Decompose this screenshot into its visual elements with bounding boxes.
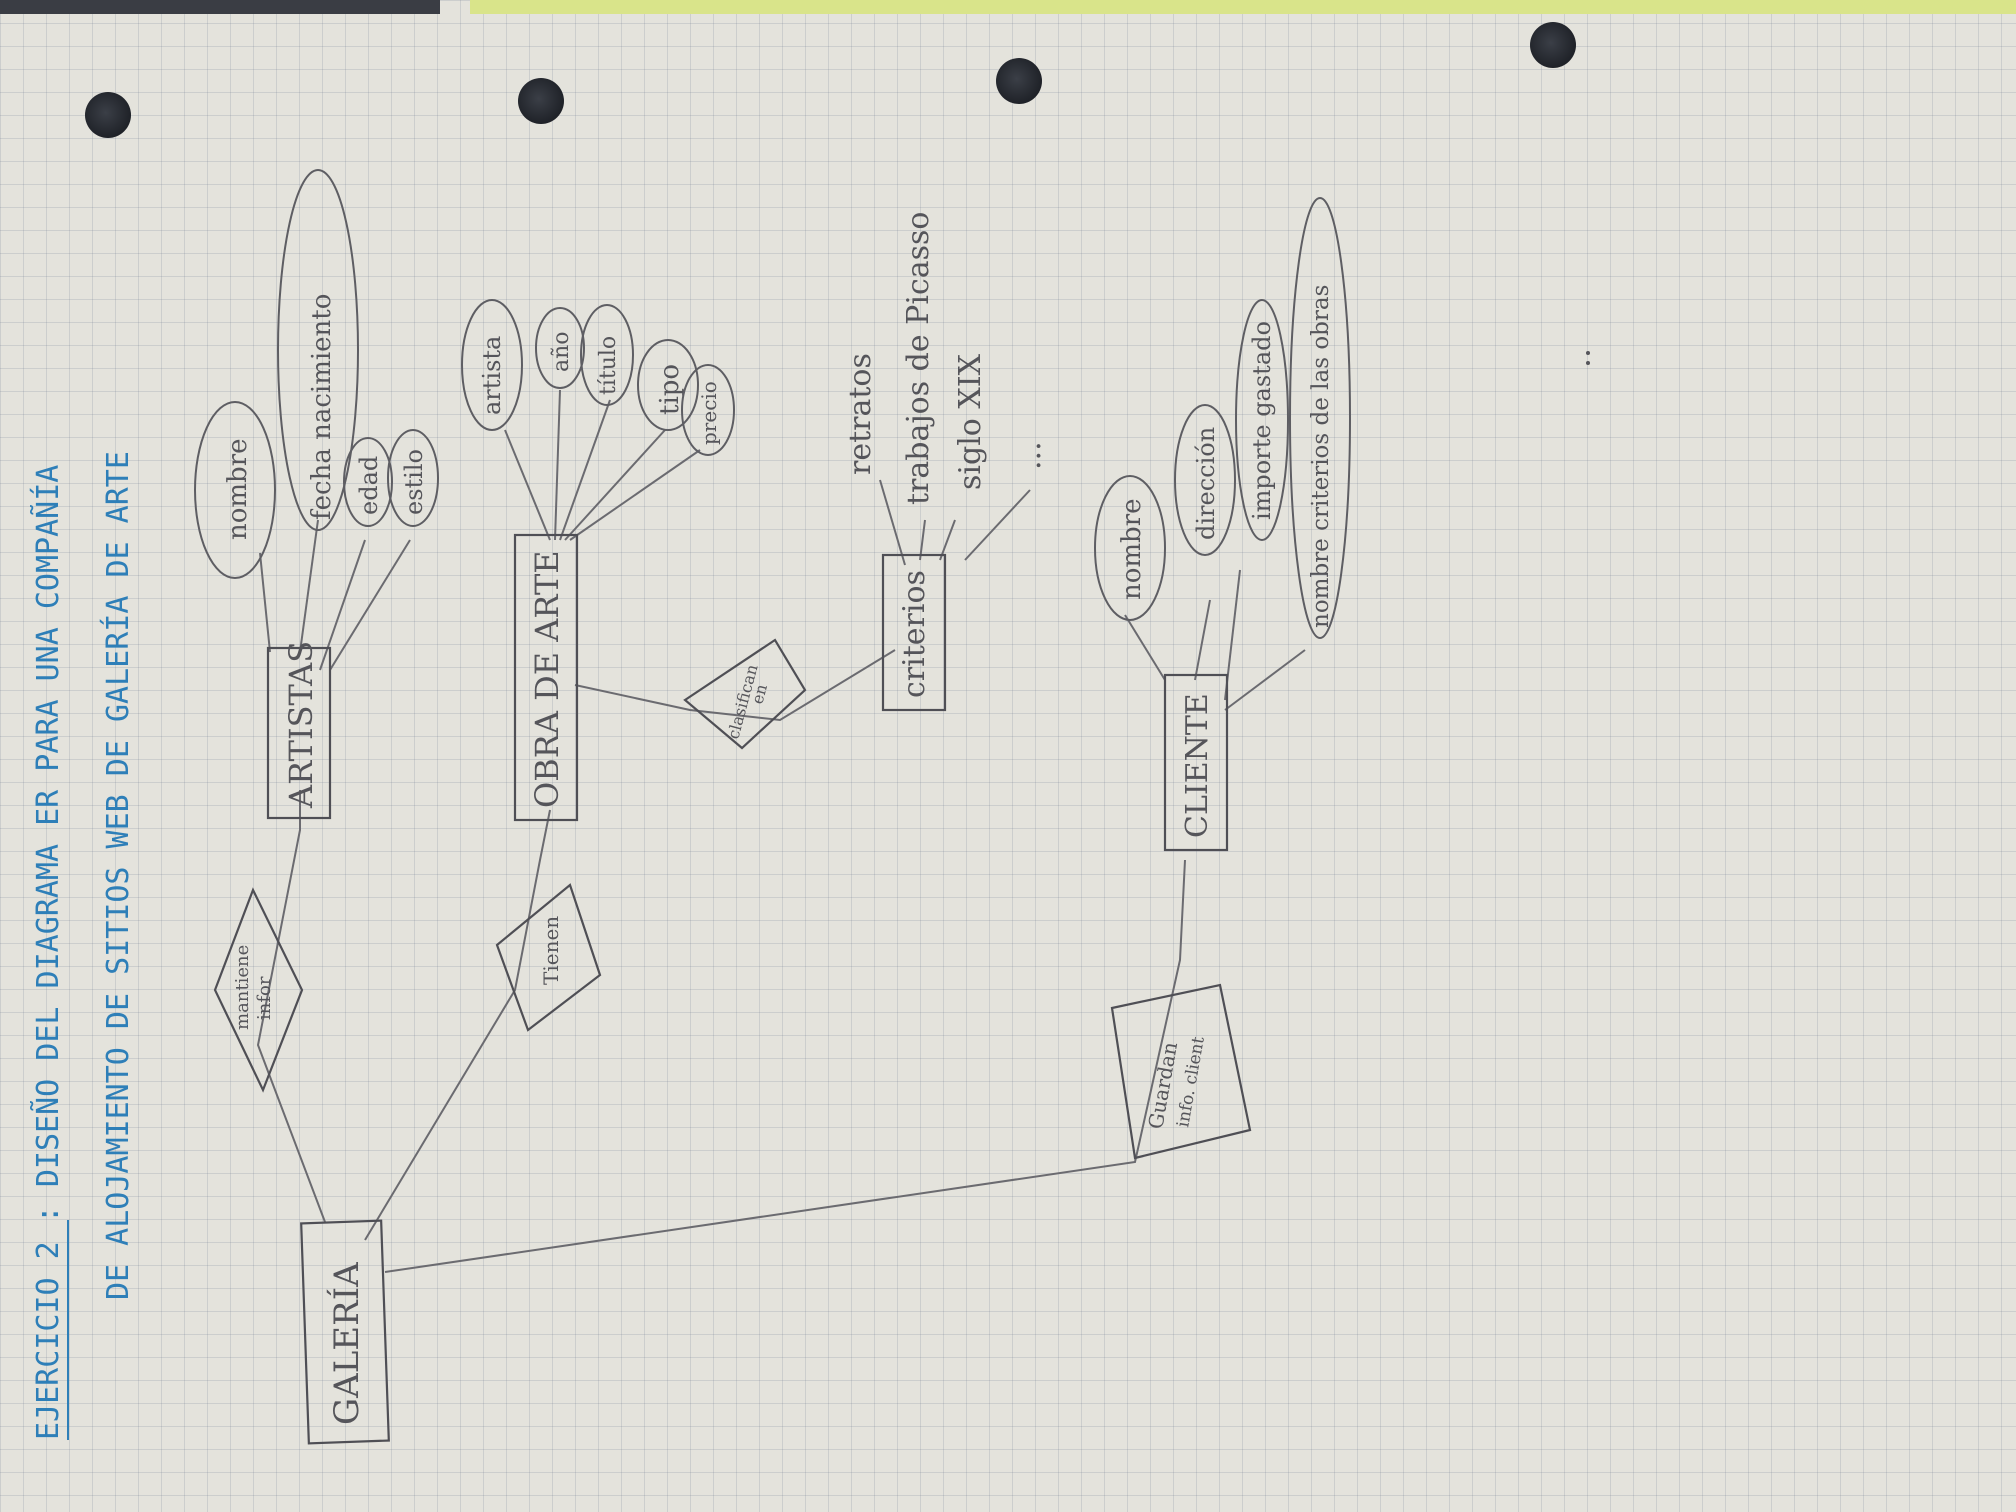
entity-label-cliente: CLIENTE — [1180, 693, 1215, 838]
entity-obra-de-arte: OBRA DE ARTE — [513, 533, 579, 822]
attributes-criterios: retratos trabajos de Picasso siglo XIX .… — [843, 212, 1048, 505]
attr-obra-precio: precio — [697, 381, 721, 445]
relationship-label-mantiene-1: mantiene — [232, 945, 253, 1030]
entity-galeria: GALERÍA — [300, 1219, 390, 1445]
relationship-tienen: Tienen — [495, 883, 602, 1032]
desk-corner — [0, 0, 440, 14]
attr-obra-tipo: tipo — [655, 364, 685, 415]
attributes-artistas: nombre fecha nacimiento edad estilo — [194, 169, 439, 579]
title-line-2: DE ALOJAMIENTO DE SITIOS WEB DE GALERÍA … — [100, 451, 136, 1300]
punch-hole-3 — [996, 58, 1042, 104]
punch-hole-2 — [518, 78, 564, 124]
relationship-guardan: Guardan info. client — [1110, 983, 1252, 1160]
entity-criterios: criterios — [881, 553, 947, 712]
relationship-label-tienen: Tienen — [539, 916, 563, 985]
paper-edge-highlight — [470, 0, 2016, 14]
relationship-label-clasifican-2: en — [748, 682, 771, 706]
attr-cliente-direccion: dirección — [1192, 427, 1220, 540]
pencil-dot — [1586, 361, 1590, 365]
entity-label-obra: OBRA DE ARTE — [528, 550, 566, 808]
attr-criterios-siglo: siglo XIX — [953, 353, 988, 490]
attr-cliente-criterios: nombre criterios de las obras — [1308, 285, 1334, 628]
connections — [256, 389, 1306, 1273]
attr-criterios-more: ... — [1013, 441, 1048, 470]
attr-criterios-picasso: trabajos de Picasso — [901, 212, 936, 505]
title-line-1: EJERCICIO 2 : DISEÑO DEL DIAGRAMA ER PAR… — [30, 465, 66, 1440]
entity-artistas: ARTISTAS — [266, 641, 332, 820]
attr-obra-anio: año — [549, 331, 574, 372]
entity-label-artistas: ARTISTAS — [282, 641, 320, 809]
attr-cliente-nombre: nombre — [1117, 498, 1147, 600]
pencil-dot — [1586, 351, 1590, 355]
attr-criterios-retratos: retratos — [843, 353, 878, 475]
attr-artistas-edad: edad — [355, 456, 383, 515]
attributes-obra: artista año título tipo precio — [461, 299, 735, 456]
attributes-cliente: nombre dirección importe gastado nombre … — [1094, 197, 1351, 639]
attr-artistas-nombre: nombre — [223, 438, 253, 540]
relationship-mantiene: mantiene infor — [213, 887, 304, 1093]
punch-hole-4 — [1530, 22, 1576, 68]
entity-cliente: CLIENTE — [1163, 673, 1229, 852]
attr-artistas-fecha: fecha nacimiento — [307, 294, 337, 520]
attr-obra-artista: artista — [478, 336, 506, 415]
entity-label-galeria: GALERÍA — [326, 1262, 367, 1425]
relationship-label-mantiene-2: infor — [254, 976, 275, 1020]
attr-obra-titulo: título — [596, 336, 621, 395]
punch-hole-1 — [85, 92, 131, 138]
entity-label-criterios: criterios — [897, 570, 932, 698]
relationship-clasifican: clasifican en — [683, 638, 807, 750]
attr-artistas-estilo: estilo — [400, 449, 428, 515]
attr-cliente-importe: importe gastado — [1248, 321, 1276, 520]
